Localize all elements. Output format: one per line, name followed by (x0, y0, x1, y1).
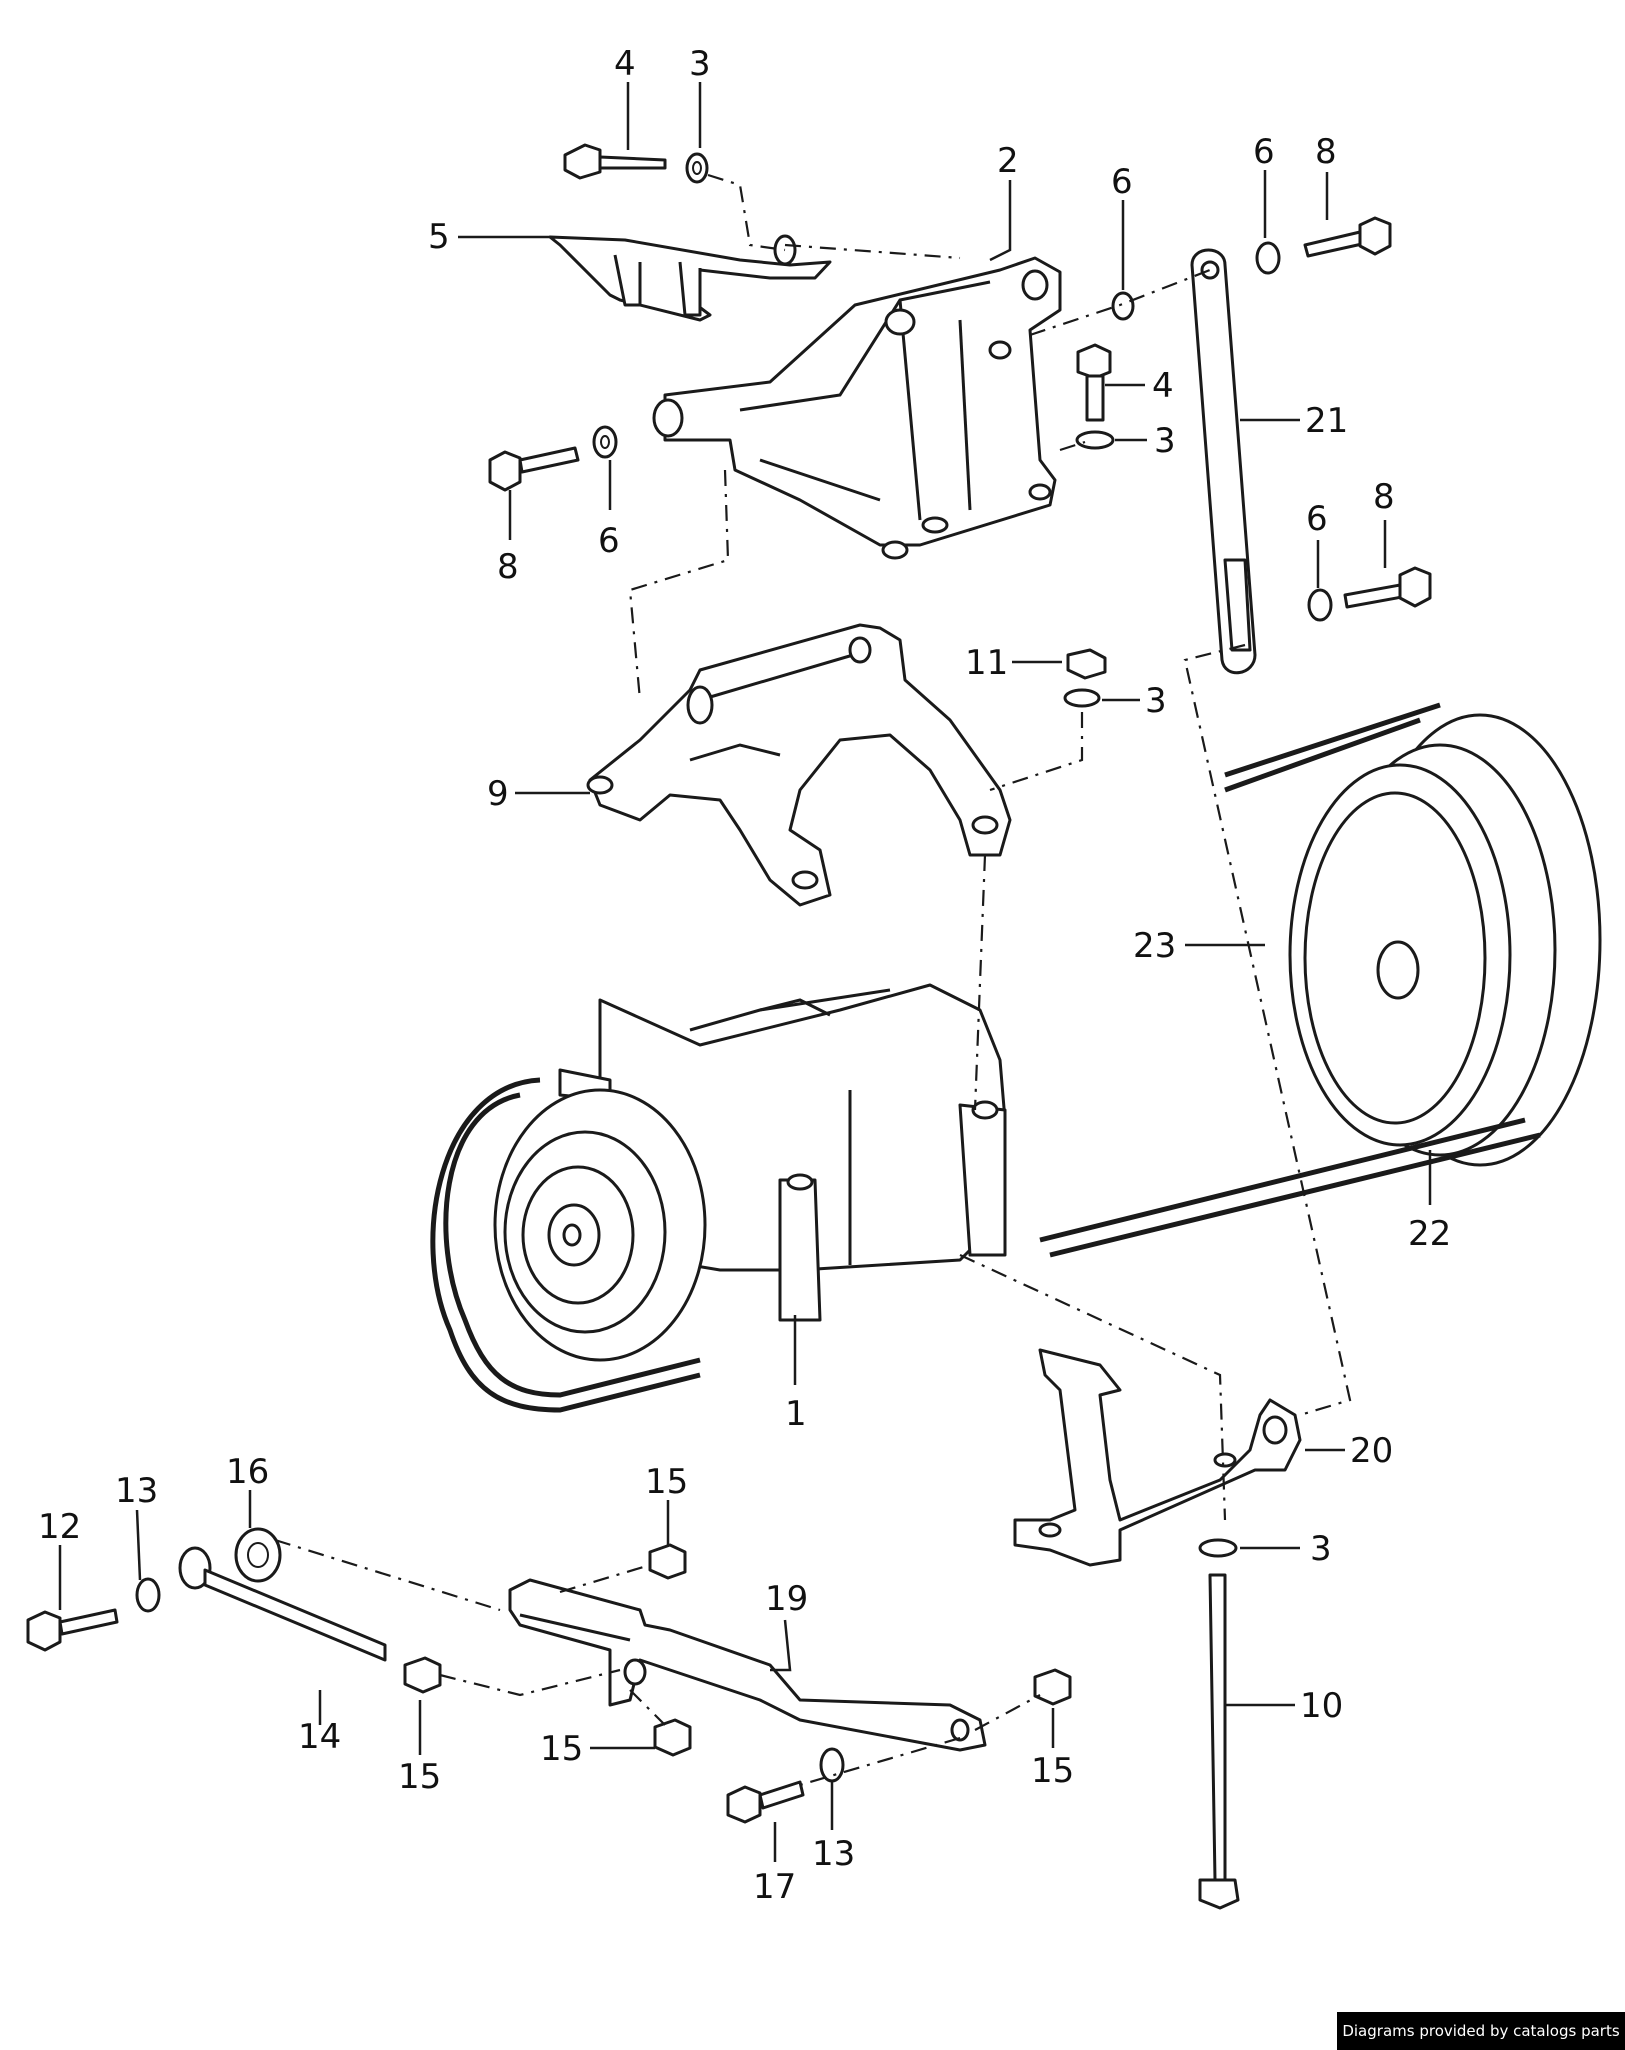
callout-3-lower: 3 (1310, 1529, 1332, 1569)
callout-2: 2 (997, 141, 1019, 181)
callout-8-upper-right: 8 (1315, 132, 1337, 172)
callout-8-left: 8 (497, 547, 519, 587)
callout-13-left: 13 (115, 1471, 158, 1511)
part-lower-bracket (586, 623, 1012, 907)
callout-10: 10 (1300, 1686, 1343, 1726)
part-upper-bracket (652, 256, 1062, 560)
callout-6-upper-mid: 6 (1111, 162, 1133, 202)
assembly-dashed-lines (274, 173, 1352, 1787)
part-tension-bracket (508, 1578, 987, 1752)
callout-22: 22 (1408, 1214, 1451, 1254)
hardware-bolts-washers-nuts (26, 143, 1432, 1910)
callout-13-lower: 13 (812, 1834, 855, 1874)
callout-6-left: 6 (598, 521, 620, 561)
callout-9: 9 (487, 774, 509, 814)
part-compressor (493, 983, 1007, 1362)
callout-4-right: 4 (1152, 366, 1174, 406)
part-lower-support-bracket (1013, 1348, 1302, 1567)
callout-16: 16 (226, 1452, 269, 1492)
callout-4-top: 4 (614, 44, 636, 84)
diagram-credit-banner: Diagrams provided by catalogs parts (1337, 2012, 1625, 2050)
callout-6-lower-right: 6 (1306, 499, 1328, 539)
callout-14: 14 (298, 1717, 341, 1757)
callout-3-mid: 3 (1145, 681, 1167, 721)
callout-5: 5 (428, 217, 450, 257)
callout-12: 12 (38, 1507, 81, 1547)
callout-21: 21 (1305, 401, 1348, 441)
callout-15-top: 15 (645, 1462, 688, 1502)
callout-20: 20 (1350, 1431, 1393, 1471)
callout-1: 1 (785, 1394, 807, 1434)
callout-numbers: 4 3 2 5 6 6 8 4 3 21 8 6 6 8 11 3 9 23 2… (38, 44, 1451, 1907)
callout-17: 17 (753, 1867, 796, 1907)
part-cover-plate (548, 234, 832, 322)
callout-6-upper-right: 6 (1253, 132, 1275, 172)
part-adjusting-strap (1190, 248, 1257, 675)
callout-3-top: 3 (689, 44, 711, 84)
callout-15-right: 15 (1031, 1751, 1074, 1791)
callout-15-left: 15 (398, 1757, 441, 1797)
callout-3-right: 3 (1154, 421, 1176, 461)
callout-11: 11 (965, 643, 1008, 683)
callout-19: 19 (765, 1579, 808, 1619)
callout-leader-lines (58, 82, 1432, 1862)
callout-23: 23 (1133, 926, 1176, 966)
callout-15-mid: 15 (540, 1729, 583, 1769)
part-drive-belt (430, 702, 1541, 1413)
part-crank-pulley (1288, 713, 1602, 1167)
callout-8-lower-right: 8 (1373, 477, 1395, 517)
